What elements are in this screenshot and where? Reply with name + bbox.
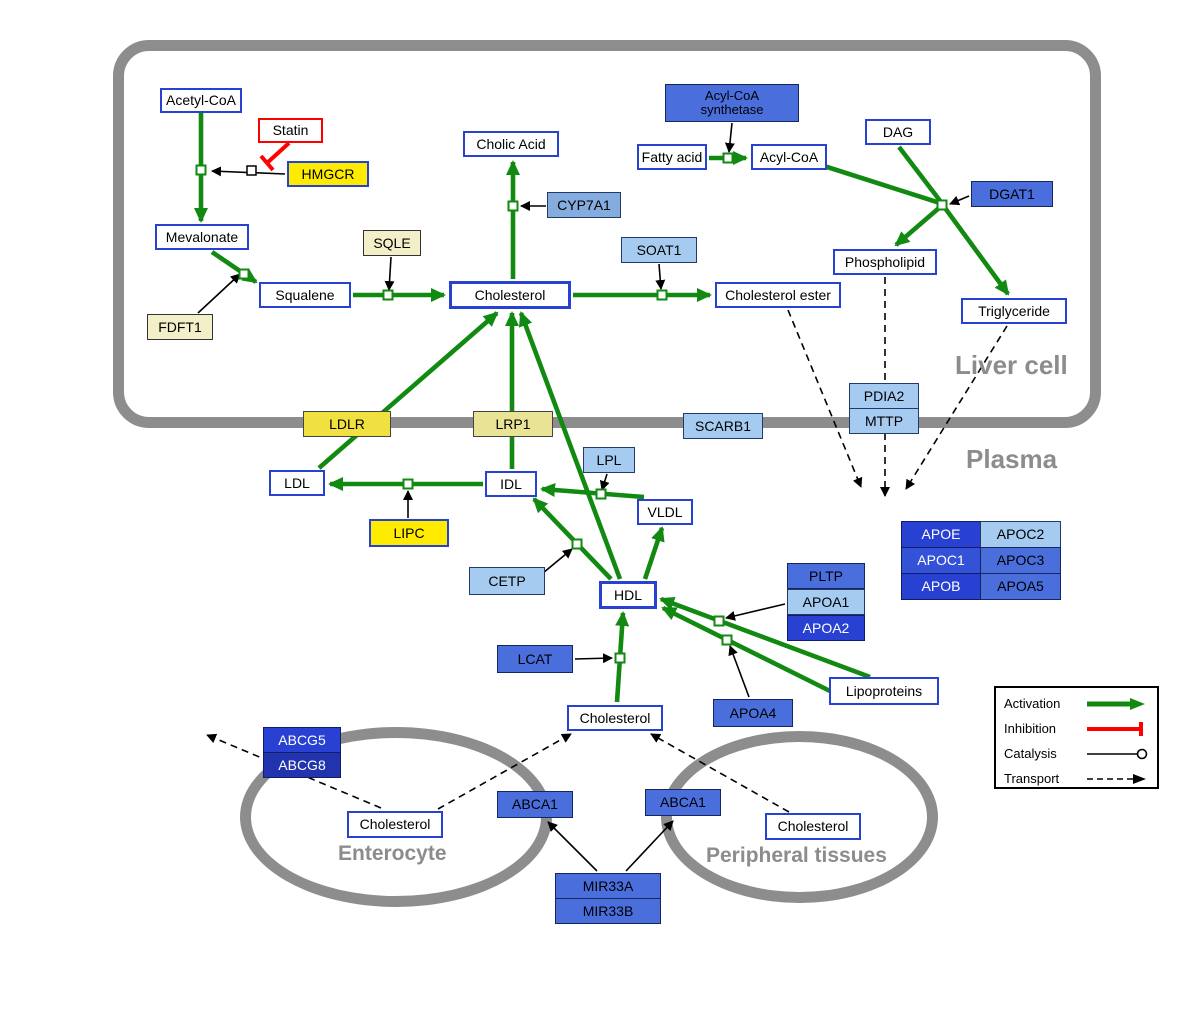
node-triglyceride[interactable]: Triglyceride xyxy=(961,298,1067,324)
node-apoa4[interactable]: APOA4 xyxy=(713,699,793,727)
node-phospholipid[interactable]: Phospholipid xyxy=(833,249,937,275)
node-abca1-left[interactable]: ABCA1 xyxy=(497,791,573,818)
node-line1: Acyl-CoA xyxy=(704,88,760,104)
node-apoc1[interactable]: APOC1 xyxy=(901,547,981,574)
node-hmgcr[interactable]: HMGCR xyxy=(287,161,369,187)
node-apoa2[interactable]: APOA2 xyxy=(787,615,865,641)
inhibition-edge xyxy=(259,141,291,172)
node-cholesterol-enterocyte[interactable]: Cholesterol xyxy=(347,811,443,838)
node-sqle[interactable]: SQLE xyxy=(363,230,421,256)
plasma-label: Plasma xyxy=(966,444,1058,474)
legend-row-catalysis: Catalysis xyxy=(996,741,1157,766)
inhibition-tbar-icon xyxy=(1087,721,1143,736)
catalysis-circle-icon xyxy=(1087,748,1148,759)
node-abcg8[interactable]: ABCG8 xyxy=(263,752,341,778)
node-lpl[interactable]: LPL xyxy=(583,447,635,473)
enterocyte-label: Enterocyte xyxy=(338,842,447,865)
transport-dashed-arrow-icon xyxy=(1087,773,1146,784)
node-fatty-acid[interactable]: Fatty acid xyxy=(637,144,707,170)
node-lipc[interactable]: LIPC xyxy=(369,519,449,547)
node-ldlr[interactable]: LDLR xyxy=(303,411,391,437)
liver-cell-label: Liver cell xyxy=(955,350,1068,380)
node-cholesterol-peripheral[interactable]: Cholesterol xyxy=(765,813,861,840)
legend: Activation Inhibition Catalysis Transpor… xyxy=(994,686,1159,789)
node-pdia2[interactable]: PDIA2 xyxy=(849,383,919,409)
legend-label-catalysis: Catalysis xyxy=(1004,746,1057,761)
node-apob[interactable]: APOB xyxy=(901,573,981,600)
node-lipoproteins[interactable]: Lipoproteins xyxy=(829,677,939,705)
node-pltp[interactable]: PLTP xyxy=(787,563,865,589)
node-mttp[interactable]: MTTP xyxy=(849,408,919,434)
node-lcat[interactable]: LCAT xyxy=(497,645,573,673)
node-cholesterol-liver[interactable]: Cholesterol xyxy=(449,281,571,309)
node-apoa1[interactable]: APOA1 xyxy=(787,589,865,615)
legend-label-activation: Activation xyxy=(1004,696,1061,711)
reaction-node-squares xyxy=(195,152,948,664)
node-abcg5[interactable]: ABCG5 xyxy=(263,727,341,753)
node-lrp1[interactable]: LRP1 xyxy=(473,411,553,437)
legend-row-transport: Transport xyxy=(996,766,1157,791)
node-apoc3[interactable]: APOC3 xyxy=(980,547,1061,574)
legend-row-activation: Activation xyxy=(996,691,1157,716)
node-squalene[interactable]: Squalene xyxy=(259,282,351,308)
liver-cell-membrane xyxy=(113,40,1101,428)
peripheral-tissues-label: Peripheral tissues xyxy=(706,844,887,867)
node-vldl[interactable]: VLDL xyxy=(637,499,693,525)
node-fdft1[interactable]: FDFT1 xyxy=(147,314,213,340)
node-dag[interactable]: DAG xyxy=(865,119,931,145)
node-cholesterol-plasma[interactable]: Cholesterol xyxy=(567,705,663,731)
node-cholic-acid[interactable]: Cholic Acid xyxy=(463,131,559,157)
node-cholesterol-ester[interactable]: Cholesterol ester xyxy=(715,282,841,308)
node-cyp7a1[interactable]: CYP7A1 xyxy=(547,192,621,218)
node-dgat1[interactable]: DGAT1 xyxy=(971,181,1053,207)
node-mir33b[interactable]: MIR33B xyxy=(555,898,661,924)
catalysis-open-square xyxy=(246,165,257,176)
activation-arrow-icon xyxy=(1087,697,1145,710)
node-line2: synthetase xyxy=(700,102,764,117)
node-scarb1[interactable]: SCARB1 xyxy=(683,413,763,439)
node-soat1[interactable]: SOAT1 xyxy=(621,237,697,263)
node-apoa5[interactable]: APOA5 xyxy=(980,573,1061,600)
node-abca1-right[interactable]: ABCA1 xyxy=(645,789,721,816)
node-acetyl-coa[interactable]: Acetyl-CoA xyxy=(160,88,242,113)
legend-label-transport: Transport xyxy=(1004,771,1060,786)
node-acyl-coa-synthetase[interactable]: Acyl-CoA synthetase xyxy=(665,84,799,122)
activation-edges xyxy=(194,113,1010,703)
node-hdl[interactable]: HDL xyxy=(599,581,657,609)
node-ldl[interactable]: LDL xyxy=(269,470,325,496)
legend-row-inhibition: Inhibition xyxy=(996,716,1157,741)
node-idl[interactable]: IDL xyxy=(485,471,537,497)
node-statin[interactable]: Statin xyxy=(258,118,323,143)
peripheral-tissues-membrane xyxy=(661,731,938,903)
legend-label-inhibition: Inhibition xyxy=(1004,721,1057,736)
node-cetp[interactable]: CETP xyxy=(469,567,545,595)
node-apoc2[interactable]: APOC2 xyxy=(980,521,1061,548)
node-mevalonate[interactable]: Mevalonate xyxy=(155,224,249,250)
node-apoe[interactable]: APOE xyxy=(901,521,981,548)
node-mir33a[interactable]: MIR33A xyxy=(555,873,661,899)
node-acyl-coa[interactable]: Acyl-CoA xyxy=(751,144,827,170)
